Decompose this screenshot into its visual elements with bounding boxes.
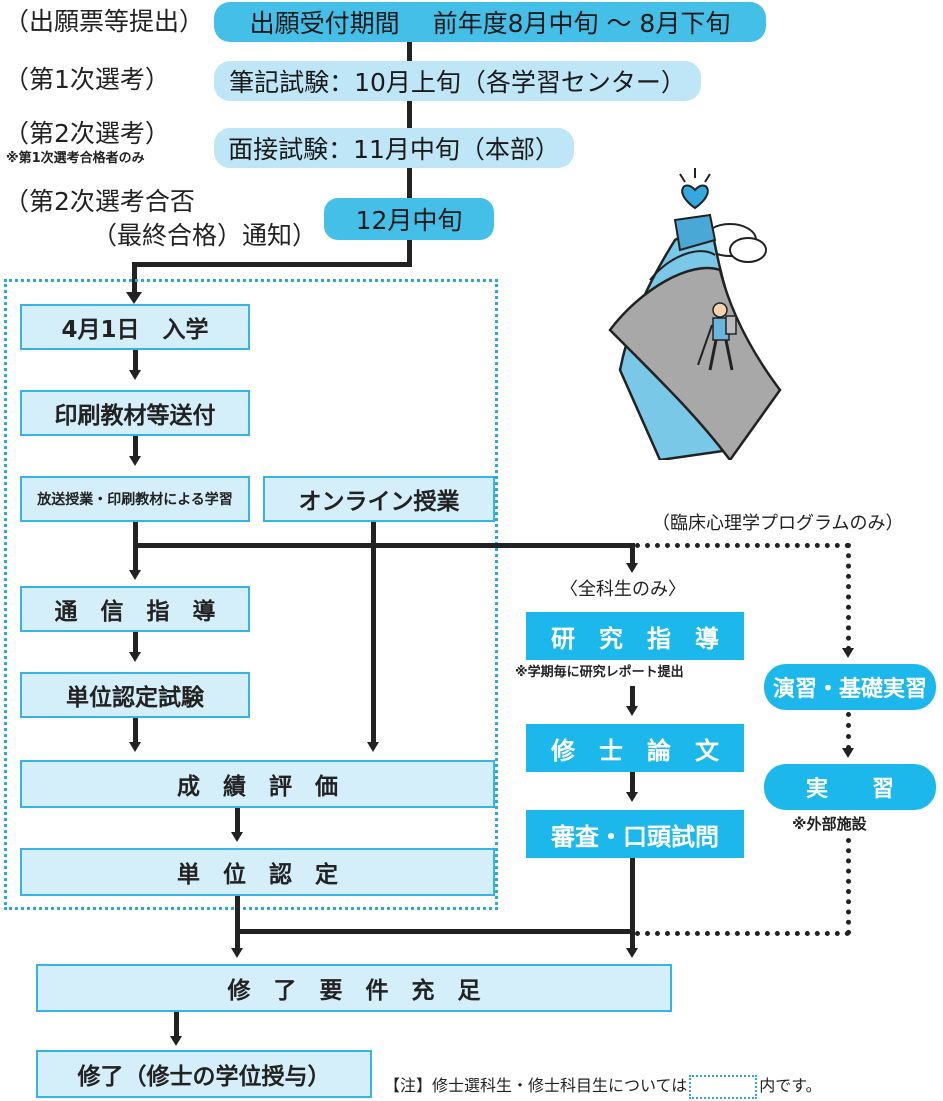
- credit-exam-box: 単位認定試験: [20, 672, 250, 718]
- broadcast-study-box: 放送授業・印刷教材による学習: [20, 476, 250, 522]
- climber-illustration: [608, 168, 782, 460]
- correspondence-box: 通 信 指 導: [20, 586, 250, 632]
- conn-l4: [133, 632, 138, 654]
- result-date-pill: 12月中旬: [324, 198, 494, 240]
- conn-l2: [133, 436, 138, 458]
- interview-exam-pill: 面接試験：11月中旬（本部）: [214, 128, 574, 168]
- arrow-l6: [231, 832, 243, 842]
- clinical-v2: [846, 712, 851, 750]
- arrow-l4: [129, 652, 141, 662]
- practice-box: 実 習: [764, 764, 936, 810]
- arrow-clinical-1: [842, 648, 854, 658]
- merge-h: [235, 929, 635, 934]
- connector-top-2: [407, 101, 412, 128]
- branch-h: [133, 543, 635, 548]
- written-exam-pill: 筆記試験：10月上旬（各学習センター）: [214, 61, 701, 101]
- connector-top-3: [407, 168, 412, 198]
- label-result-line2: （最終合格）通知）: [92, 221, 318, 250]
- dotted-box-sample: [689, 1074, 758, 1099]
- connector-top-1: [407, 42, 412, 61]
- arrow-r1: [626, 706, 638, 716]
- research-down: [630, 858, 635, 950]
- completion-box: 修了（修士の学位授与）: [36, 1050, 372, 1098]
- arrow-final: [170, 1036, 182, 1046]
- conn-r2: [630, 772, 635, 794]
- grading-box: 成 績 評 価: [20, 760, 495, 808]
- thesis-box: 修 士 論 文: [526, 724, 744, 772]
- branch-to-research: [630, 543, 635, 565]
- research-guidance-box: 研 究 指 導: [526, 612, 744, 660]
- arrow-r2: [626, 792, 638, 802]
- footnote: 【注】修士選科生・修士科目生については 内です。: [384, 1072, 822, 1099]
- online-to-grading: [371, 522, 376, 744]
- footnote-prefix: 【注】修士選科生・修士科目生については: [384, 1076, 688, 1095]
- conn-final: [174, 1012, 179, 1038]
- label-first-selection: （第1次選考）: [4, 65, 170, 94]
- admission-box: 4月1日 入学: [20, 304, 250, 350]
- exercise-box: 演習・基礎実習: [764, 664, 936, 710]
- connector-top-4: [407, 240, 412, 265]
- arrow-l2: [129, 456, 141, 466]
- external-facility-note: ※外部施設: [792, 815, 867, 833]
- clinical-only-label: （臨床心理学プログラムのみ）: [652, 513, 904, 534]
- scope-dotted-region: [4, 279, 498, 910]
- report-note: ※学期毎に研究レポート提出: [515, 665, 684, 680]
- clinical-branch-h: [635, 543, 850, 548]
- materials-sent-box: 印刷教材等送付: [20, 390, 250, 436]
- connector-top-5: [132, 262, 137, 294]
- credit-down: [235, 896, 240, 950]
- conn-l5: [133, 718, 138, 744]
- label-second-selection: （第2次選考）: [4, 119, 170, 148]
- label-application: （出願票等提出）: [4, 7, 205, 36]
- arrow-l5: [129, 742, 141, 752]
- conn-r1: [630, 686, 635, 708]
- arrow-merge-left: [231, 948, 243, 958]
- application-period-pill: 出願受付期間 前年度8月中旬 ～ 8月下旬: [214, 2, 766, 42]
- label-result-line1: （第2次選考合否: [4, 187, 195, 216]
- second-selection-note: ※第1次選考合格者のみ: [6, 151, 145, 166]
- arrow-clinical-2: [842, 748, 854, 758]
- connector-top-h: [132, 262, 412, 267]
- conn-l6: [235, 808, 240, 834]
- footnote-suffix: 内です。: [759, 1076, 822, 1095]
- full-course-only-label: 〈全科生のみ〉: [560, 579, 686, 600]
- arrow-l3: [129, 570, 141, 580]
- clinical-branch-v: [846, 543, 851, 651]
- arrow-to-research: [626, 563, 638, 573]
- completion-req-box: 修 了 要 件 充 足: [36, 964, 672, 1012]
- arrow-l1: [129, 370, 141, 380]
- examination-box: 審査・口頭試問: [526, 810, 744, 858]
- arrow-to-admission: [126, 292, 142, 304]
- clinical-v3: [846, 838, 851, 935]
- conn-l1: [133, 350, 138, 372]
- online-class-box: オンライン授業: [263, 476, 495, 522]
- credit-box: 単 位 認 定: [20, 848, 495, 896]
- arrow-online-grading: [367, 742, 379, 752]
- arrow-merge-right: [626, 948, 638, 958]
- clinical-merge-h: [635, 931, 850, 936]
